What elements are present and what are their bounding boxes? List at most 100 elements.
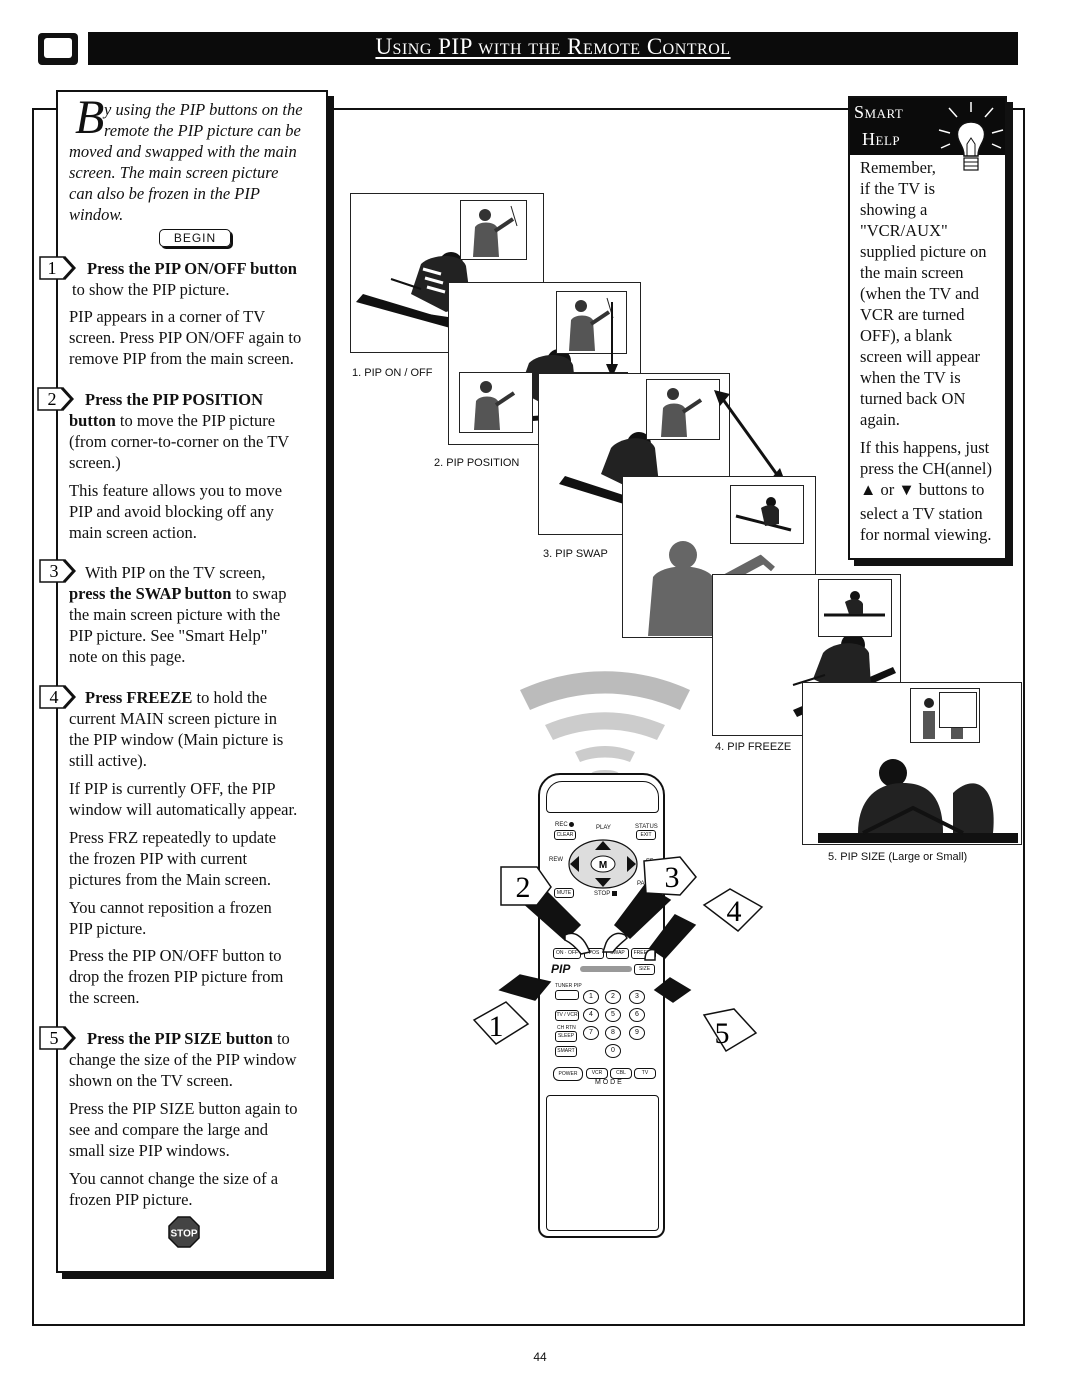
step-4-para-2-line-2: the frozen PIP with current — [69, 849, 248, 868]
step-4-para-3-line-2: PIP picture. — [69, 919, 147, 938]
smart-help-p1-line-3: showing a — [860, 200, 928, 219]
smart-help-p1-line-8: VCR are turned — [860, 305, 965, 324]
intro-line-3: moved and swapped with the main — [69, 142, 297, 161]
step-5-line-1-plain: to — [272, 1029, 290, 1048]
step-1-para-line-2: screen. Press PIP ON/OFF again to — [69, 328, 302, 347]
step-5-para-1-line-3: small size PIP windows. — [69, 1141, 230, 1160]
pip-size-button[interactable]: SIZE — [634, 964, 655, 975]
step-3-marker: 3 — [39, 558, 76, 584]
instruction-panel — [56, 90, 328, 1273]
mode-vcr-label: VCR — [591, 1070, 603, 1076]
digit-5-label: 5 — [611, 1011, 615, 1018]
caption-pip-on-off: 1. PIP ON / OFF — [352, 367, 433, 379]
digit-9-button[interactable]: 9 — [629, 1026, 645, 1040]
smart-help-p1-line-1: Remember, — [860, 158, 936, 177]
digit-2-button[interactable]: 2 — [605, 990, 621, 1004]
callout-4: 4 — [727, 895, 742, 928]
intro-line-4: screen. The main screen picture — [69, 163, 279, 182]
remote-signal-icon — [520, 671, 690, 778]
exit-button[interactable]: EXIT — [636, 830, 656, 840]
smart-help-p1-line-12: turned back ON — [860, 389, 966, 408]
step-3-line-2-plain: to swap — [231, 584, 287, 603]
step-2-number: 2 — [48, 389, 57, 409]
remote-top-window — [546, 781, 659, 813]
remote-rec: REC — [555, 822, 568, 828]
clear-button[interactable]: CLEAR — [554, 830, 576, 840]
step-3-line-1: With PIP on the TV screen, — [85, 563, 266, 582]
mode-vcr-button[interactable]: VCR — [586, 1068, 608, 1079]
sleep-button[interactable]: SLEEP — [555, 1031, 577, 1042]
pip-position-button-label: POS — [588, 950, 600, 956]
clear-button-label: CLEAR — [556, 832, 574, 838]
step-2-line-4: screen.) — [69, 453, 121, 472]
digit-3-label: 3 — [635, 993, 639, 1000]
caption-pip-freeze: 4. PIP FREEZE — [715, 741, 792, 753]
step-4-para-4-line-3: the screen. — [69, 988, 140, 1007]
step-5-line-3: shown on the TV screen. — [69, 1071, 233, 1090]
pip-swap-button[interactable]: SWAP — [606, 948, 629, 959]
step-4-para-4-line-1: Press the PIP ON/OFF button to — [69, 946, 282, 965]
digit-1-button[interactable]: 1 — [583, 990, 599, 1004]
remote-dpad[interactable]: M — [567, 838, 639, 890]
step-3-line-4: PIP picture. See "Smart Help" — [69, 626, 268, 645]
remote-status-label: STATUS — [635, 824, 658, 830]
page-frame — [32, 108, 1025, 1326]
begin-badge: BEGIN — [159, 229, 231, 247]
step-4-marker: 4 — [39, 684, 76, 710]
remote-bottom-panel — [546, 1095, 659, 1231]
smart-help-p1-line-4: "VCR/AUX" — [860, 221, 948, 240]
pip-freeze-button-label: FREEZE — [633, 950, 654, 956]
remote-stop-label: STOP — [594, 891, 611, 897]
step-4-line-1: Press FREEZE to hold the — [85, 687, 267, 708]
step-5-para-2-line-2: frozen PIP picture. — [69, 1190, 193, 1209]
step-3-line-3: the main screen picture with the — [69, 605, 281, 624]
pip-inset-2a — [556, 291, 627, 354]
tuner-pip-button[interactable] — [555, 990, 579, 1000]
smart-help-p2-line-1: If this happens, just — [860, 438, 990, 457]
pip-size-button-label: SIZE — [638, 966, 651, 972]
digit-8-label: 8 — [611, 1029, 615, 1036]
intro-line-1: y using the PIP buttons on the — [104, 100, 303, 119]
mode-cbl-button[interactable]: CBL — [610, 1068, 632, 1079]
arrow-down-icon — [606, 302, 618, 378]
digit-6-button[interactable]: 6 — [629, 1008, 645, 1022]
step-1-number: 1 — [48, 258, 57, 278]
pip-size-inset-small — [939, 692, 977, 728]
pip-swap-button-label: SWAP — [610, 950, 625, 956]
smart-help-p1-line-2: if the TV is — [860, 179, 936, 198]
pip-inset-2b — [459, 372, 533, 433]
tv-vcr-button-label: TV / VCR — [556, 1012, 578, 1018]
pointing-hands-icon — [498, 884, 697, 1003]
digit-2-label: 2 — [611, 993, 615, 1000]
smart-help-p2-line-2: press the CH(annel) — [860, 459, 992, 478]
step-2-para-line-3: main screen action. — [69, 523, 197, 542]
digit-5-button[interactable]: 5 — [605, 1008, 621, 1022]
digit-0-label: 0 — [611, 1047, 615, 1054]
smart-button[interactable]: SMART — [555, 1046, 577, 1057]
step-5-marker: 5 — [39, 1025, 76, 1051]
swap-arrow-icon — [714, 390, 786, 484]
digit-7-button[interactable]: 7 — [583, 1026, 599, 1040]
step-2-line-2-bold: button — [69, 411, 116, 430]
pip-inset-3 — [646, 379, 720, 440]
page-title-text: Using PIP with the Remote Control — [375, 34, 731, 59]
step-4-para-1-line-2: window will automatically appear. — [69, 800, 298, 819]
tv-vcr-button[interactable]: TV / VCR — [555, 1010, 579, 1021]
step-1-line-2: to show the PIP picture. — [72, 280, 230, 299]
digit-4-button[interactable]: 4 — [583, 1008, 599, 1022]
smart-help-p1-line-10: screen will appear — [860, 347, 981, 366]
power-button[interactable]: POWER — [553, 1067, 583, 1081]
mode-tv-button[interactable]: TV — [634, 1068, 656, 1079]
intro-line-2: remote the PIP picture can be — [104, 121, 301, 140]
step-4-line-3: the PIP window (Main picture is — [69, 730, 284, 749]
digit-3-button[interactable]: 3 — [629, 990, 645, 1004]
mute-button[interactable]: MUTE — [554, 888, 574, 898]
intro-dropcap: B — [75, 91, 105, 144]
digit-8-button[interactable]: 8 — [605, 1026, 621, 1040]
step-1-line-1: Press the PIP ON/OFF button — [87, 259, 297, 278]
smart-help-p1-line-13: again. — [860, 410, 900, 429]
digit-0-button[interactable]: 0 — [605, 1044, 621, 1058]
sleep-button-label: SLEEP — [557, 1033, 575, 1039]
intro-line-5: can also be frozen in the PIP — [69, 184, 260, 203]
step-3-line-2-bold: press the SWAP button — [69, 584, 232, 603]
